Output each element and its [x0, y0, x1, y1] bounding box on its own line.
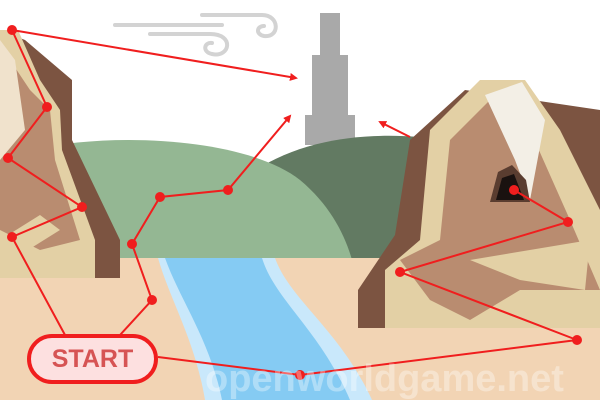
- waypoint[interactable]: [155, 192, 165, 202]
- waypoint[interactable]: [7, 25, 17, 35]
- route-lines: [6, 29, 578, 377]
- waypoint[interactable]: [509, 185, 519, 195]
- waypoint[interactable]: [147, 295, 157, 305]
- left-cliff: [0, 30, 120, 278]
- waypoint[interactable]: [77, 202, 87, 212]
- right-cliff: [358, 80, 600, 328]
- route-arrow-to-hill: [119, 114, 292, 336]
- route-waypoints: [3, 25, 582, 380]
- waypoint[interactable]: [395, 267, 405, 277]
- wind-icon: [113, 13, 278, 57]
- waypoint[interactable]: [7, 232, 17, 242]
- waypoint[interactable]: [223, 185, 233, 195]
- waypoint[interactable]: [3, 153, 13, 163]
- tower: [305, 13, 355, 145]
- route-arrow-to-tower-base: [378, 121, 411, 138]
- waypoint[interactable]: [295, 370, 305, 380]
- waypoint[interactable]: [42, 102, 52, 112]
- river: [165, 258, 350, 400]
- watermark: openworldgame.net: [205, 358, 564, 400]
- waypoint[interactable]: [563, 217, 573, 227]
- waypoint[interactable]: [572, 335, 582, 345]
- start-button-label: START: [51, 344, 134, 373]
- route-arrow-to-tower: [11, 29, 298, 81]
- waypoint[interactable]: [127, 239, 137, 249]
- start-button[interactable]: START: [27, 334, 158, 384]
